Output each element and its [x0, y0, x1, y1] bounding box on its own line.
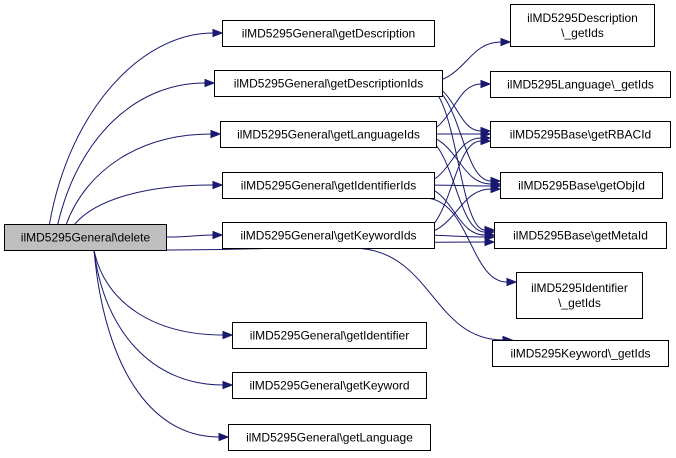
edge-delete-to-getDescription — [49, 28, 224, 225]
node-label: \_getIds — [558, 296, 601, 310]
node-label: ilMD5295General\getKeyword — [249, 379, 409, 393]
node-label: ilMD5295Language\_getIds — [507, 78, 654, 92]
node-kwGetIds[interactable]: ilMD5295Keyword\_getIds — [492, 340, 669, 367]
node-getLanguage[interactable]: ilMD5295General\getLanguage — [228, 424, 431, 451]
node-getRBACId[interactable]: ilMD5295Base\getRBACId — [490, 121, 671, 148]
node-getDescriptionIds[interactable]: ilMD5295General\getDescriptionIds — [214, 70, 443, 97]
edge-getIdentifierIds-to-identGetIds — [423, 197, 518, 287]
node-getObjId[interactable]: ilMD5295Base\getObjId — [500, 172, 663, 199]
edge-getDescriptionIds-to-getMetaId — [421, 82, 496, 235]
node-getIdentifier[interactable]: ilMD5295General\getIdentifier — [232, 322, 427, 349]
node-descGetIds[interactable]: ilMD5295Description\_getIds — [510, 4, 655, 47]
node-getLanguageIds[interactable]: ilMD5295General\getLanguageIds — [220, 121, 437, 148]
node-getKeyword[interactable]: ilMD5295General\getKeyword — [232, 372, 427, 399]
node-langGetIds[interactable]: ilMD5295Language\_getIds — [490, 71, 671, 98]
node-label: ilMD5295Description — [527, 11, 638, 25]
node-label: ilMD5295General\getLanguage — [246, 431, 413, 445]
node-label: ilMD5295General\delete — [21, 231, 151, 245]
node-identGetIds[interactable]: ilMD5295Identifier\_getIds — [516, 272, 643, 319]
edge-delete-to-getKeywordIds — [165, 230, 224, 240]
node-label: ilMD5295Identifier — [531, 281, 628, 295]
node-getMetaId[interactable]: ilMD5295Base\getMetaId — [494, 222, 667, 249]
edge-delete-to-getIdentifier — [93, 249, 234, 340]
node-getIdentifierIds[interactable]: ilMD5295General\getIdentifierIds — [222, 172, 435, 199]
node-label: ilMD5295General\getDescription — [242, 27, 415, 41]
node-label: ilMD5295General\getKeywordIds — [240, 229, 416, 243]
node-getDescription[interactable]: ilMD5295General\getDescription — [222, 20, 435, 47]
node-label: ilMD5295Keyword\_getIds — [510, 347, 650, 361]
node-label: ilMD5295General\getLanguageIds — [237, 128, 420, 142]
node-label: ilMD5295Base\getMetaId — [513, 229, 648, 243]
edge-delete-to-getDescriptionIds — [57, 78, 216, 225]
node-delete[interactable]: ilMD5295General\delete — [4, 224, 167, 251]
node-getKeywordIds[interactable]: ilMD5295General\getKeywordIds — [222, 222, 435, 249]
nodes-layer: ilMD5295General\delete ilMD5295General\ge… — [4, 4, 671, 451]
edge-delete-to-getLanguage — [93, 249, 230, 442]
node-label: \_getIds — [561, 26, 604, 40]
node-label: ilMD5295General\getIdentifier — [250, 329, 409, 343]
node-label: ilMD5295Base\getObjId — [518, 179, 645, 193]
node-label: ilMD5295General\getDescriptionIds — [234, 77, 423, 91]
edge-delete-to-getKeyword — [93, 249, 234, 390]
edge-delete-to-getIdentifierIds — [74, 180, 224, 225]
node-label: ilMD5295General\getIdentifierIds — [241, 179, 416, 193]
edge-delete-to-getLanguageIds — [65, 129, 222, 225]
node-label: ilMD5295Base\getRBACId — [510, 128, 651, 142]
